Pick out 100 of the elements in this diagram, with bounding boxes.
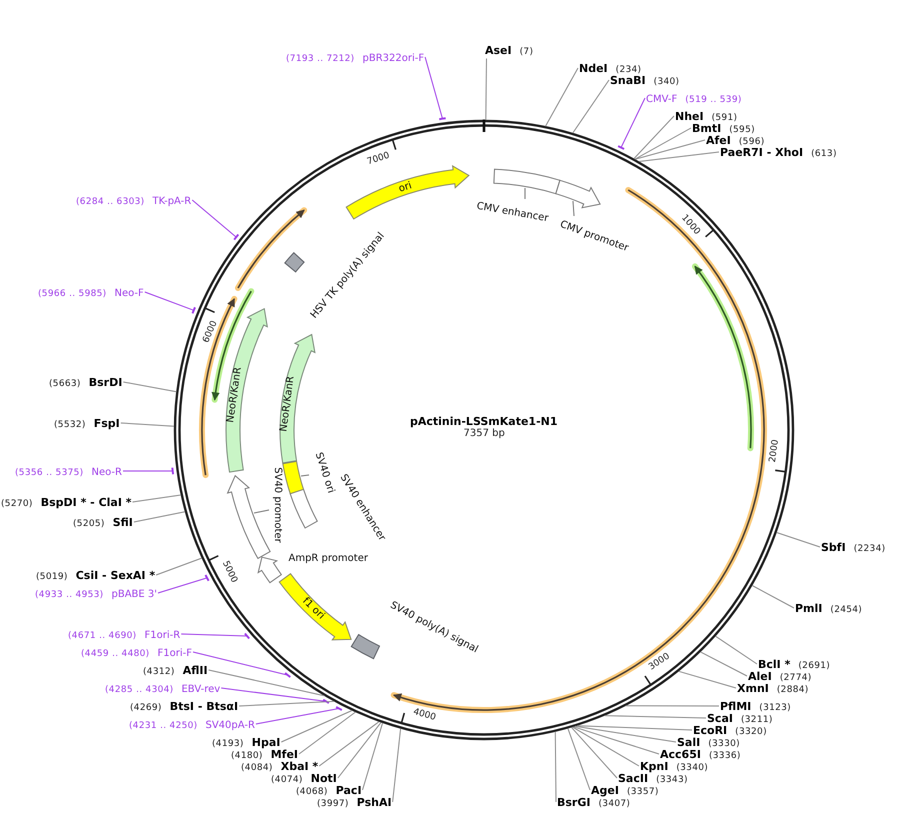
enzyme-site-name: Acc65I — [660, 748, 701, 760]
leader-line — [572, 80, 610, 134]
leader-line — [158, 577, 208, 594]
site-position: (3320) — [735, 726, 767, 736]
site-position: (5205) — [73, 518, 105, 528]
leader-line — [571, 726, 618, 778]
enzyme-site-name: AflII — [182, 664, 208, 676]
enzyme-site-name: XbaI * — [280, 760, 318, 772]
enzyme-site-name: CsiI - SexAI * — [76, 568, 156, 582]
site-position: (3211) — [740, 714, 773, 724]
primer-position: (6284 .. 6303) — [76, 196, 144, 206]
site-position: (4269) — [130, 702, 162, 712]
primer-name: pBR322ori-F — [362, 52, 424, 64]
leader-line — [620, 98, 646, 148]
leader-line — [700, 651, 748, 676]
site-position: (3343) — [656, 774, 688, 784]
primer-name: CMV-F — [646, 94, 678, 104]
primer-name: Neo-R — [91, 466, 122, 478]
enzyme-site-name: AgeI — [591, 784, 619, 796]
primer-name: Neo-F — [114, 288, 144, 298]
feature-label: CMV enhancer — [475, 200, 549, 226]
enzyme-site-name: HpaI — [252, 736, 280, 748]
primer-position: (5966 .. 5985) — [38, 288, 106, 298]
leader-line — [715, 636, 758, 664]
leader-line — [625, 705, 720, 706]
primer-position: (7193 .. 7212) — [286, 54, 354, 64]
primer-position: (4231 .. 4250) — [129, 720, 198, 730]
leader-line — [634, 128, 692, 160]
site-position: (596) — [738, 136, 765, 146]
site-position: (4180) — [231, 750, 263, 760]
feature-label: SV40 ori — [312, 451, 336, 495]
site-position: (2234) — [854, 544, 886, 554]
leader-line — [220, 688, 327, 702]
site-position: (3336) — [708, 750, 741, 760]
site-position: (7) — [520, 46, 534, 56]
feature-label: NeoR/KanR — [278, 376, 298, 432]
scale-label: 2000 — [768, 438, 781, 463]
primer-position: (4671 .. 4690) — [68, 630, 136, 640]
enzyme-site-name: FspI — [94, 416, 120, 430]
primer-position: (4459 .. 4480) — [81, 648, 150, 658]
leader-line — [634, 140, 706, 160]
primer-position: (519 .. 539) — [685, 94, 742, 104]
leader-line — [192, 652, 288, 676]
leader-line — [554, 731, 556, 802]
leader-line — [573, 726, 660, 754]
primer-position: (4285 .. 4304) — [105, 684, 174, 694]
leader-line — [604, 715, 706, 718]
enzyme-site-name: MfeI — [270, 748, 298, 760]
plasmid-name: pActinin-LSSmKate1-N1 — [410, 414, 558, 428]
leader-line — [122, 470, 174, 472]
site-position: (4312) — [143, 666, 175, 676]
feature-label: ori — [396, 180, 414, 196]
site-position: (3330) — [708, 738, 740, 748]
enzyme-site-name: PmlI — [795, 602, 822, 614]
feature-label: NeoR/KanR — [225, 366, 245, 424]
leader-line — [120, 422, 174, 427]
leader-line — [132, 494, 182, 502]
primer-name: F1ori-F — [157, 648, 192, 658]
enzyme-site-name: SnaBI — [610, 74, 646, 86]
site-position: (4074) — [271, 774, 303, 784]
leader-line — [238, 700, 335, 706]
leader-line — [752, 585, 794, 608]
leader-line — [144, 292, 194, 311]
enzyme-site-name: SfiI — [112, 516, 133, 528]
enzyme-site-name: KpnI — [640, 760, 668, 772]
enzyme-site-name: BtsI - BtsαI — [170, 700, 238, 712]
primer-name: EBV-rev — [181, 684, 220, 694]
enzyme-site-name: SacII — [618, 772, 648, 784]
feature-label: SV40 promoter — [270, 467, 282, 543]
leader-line — [180, 634, 248, 636]
site-position: (591) — [712, 112, 738, 122]
enzyme-site-name: AleI — [748, 670, 772, 682]
leader-line — [133, 511, 186, 522]
leader-line — [362, 722, 384, 790]
enzyme-site-name: BclI * — [758, 658, 790, 670]
enzyme-site-name: NdeI — [579, 62, 608, 74]
enzyme-site-name: AfeI — [706, 134, 731, 146]
enzyme-site-name: ScaI — [707, 712, 733, 724]
primer-name: TK-pA-R — [152, 196, 192, 206]
leader-line — [280, 710, 352, 742]
primer-name: SV40pA-R — [205, 720, 255, 730]
enzyme-site-name: XmnI — [737, 682, 769, 694]
leader-line — [638, 152, 720, 162]
leader-line — [576, 725, 692, 730]
primer-name: F1ori-R — [144, 630, 180, 640]
scale-label: 7000 — [366, 150, 391, 168]
scale-label: 6000 — [200, 319, 220, 344]
site-position: (2774) — [780, 672, 812, 682]
leader-line — [633, 116, 674, 160]
enzyme-site-name: NotI — [310, 772, 337, 784]
leader-line — [424, 56, 443, 120]
leader-line — [156, 558, 202, 576]
primer-position: (4933 .. 4953) — [35, 590, 104, 600]
leader-line — [574, 726, 676, 742]
feature-label: AmpR promoter — [288, 553, 368, 565]
feature-label: f1 ori — [300, 596, 327, 622]
scale-label: 5000 — [220, 559, 240, 584]
enzyme-site-name: BsrDI — [88, 376, 122, 388]
leader-line — [208, 670, 325, 696]
leader-line — [298, 712, 356, 754]
